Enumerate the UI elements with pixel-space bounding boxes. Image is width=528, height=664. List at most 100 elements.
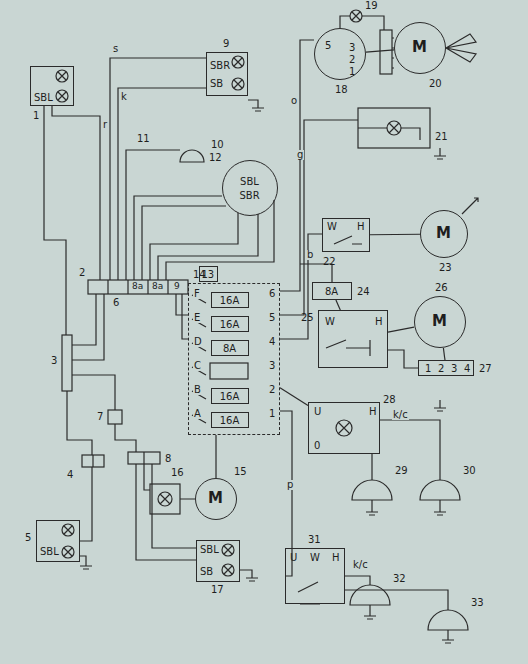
callout-number: 5 — [268, 313, 276, 323]
relay-box — [108, 410, 122, 424]
node-text: SB — [200, 567, 213, 577]
lamp-housing — [180, 150, 468, 630]
callout-number: 10 — [210, 140, 225, 150]
callout-number: 12 — [209, 153, 222, 163]
wire — [388, 327, 414, 332]
wire-code: A — [193, 409, 202, 419]
node-text: H — [369, 407, 377, 417]
wire-code: s — [112, 44, 119, 54]
fuse: 8A24 — [312, 282, 352, 300]
fuse: 16A — [211, 412, 249, 428]
relay: WH25 — [318, 310, 388, 368]
fuse: 16A — [211, 292, 249, 308]
node-text: 3 — [451, 364, 457, 374]
lamp-box — [358, 108, 430, 148]
wire-code: k/c — [352, 560, 369, 570]
callout-number: 17 — [211, 585, 224, 595]
callout-number: 4 — [268, 337, 276, 347]
node-text: 4 — [464, 364, 470, 374]
node-text: U — [290, 553, 297, 563]
callout-number: 19 — [364, 1, 379, 11]
lamp-unit: SBL1 — [30, 66, 74, 106]
wire-code: b — [306, 250, 314, 260]
connector-strip — [88, 280, 188, 294]
node-text: 3 — [349, 43, 355, 53]
wire — [370, 234, 420, 236]
callout-number: 22 — [323, 257, 336, 267]
callout-number: 18 — [335, 85, 348, 95]
node-text: M — [432, 314, 447, 329]
callout-number: 11 — [136, 134, 151, 144]
lamp-unit: SBRSB9 — [206, 52, 248, 96]
callout-number: 29 — [394, 466, 409, 476]
node-text: 16A — [220, 296, 240, 306]
node-text: 8A — [223, 344, 236, 354]
callout-number: 5 — [25, 533, 31, 543]
node-text: 8A — [325, 287, 338, 297]
callout-number: 25 — [301, 313, 314, 323]
callout-number: 2 — [268, 385, 276, 395]
wire-code: r — [102, 120, 108, 130]
node-text: 2 — [438, 364, 444, 374]
callout-number: 21 — [434, 132, 449, 142]
fuse: 16A — [211, 388, 249, 404]
callout-number: 24 — [357, 287, 370, 297]
callout-number: 26 — [435, 283, 448, 293]
fuse: 16A — [211, 316, 249, 332]
node-text: 16A — [220, 320, 240, 330]
wire-code: k/c — [392, 410, 409, 420]
callout-number: 3 — [50, 356, 58, 366]
callout-number: 6 — [112, 298, 120, 308]
fan-blade — [446, 34, 476, 62]
wire-code: 8a — [131, 282, 144, 291]
node-text: 5 — [325, 41, 331, 51]
lamp-unit: SBLSB17 — [196, 540, 240, 582]
switch: 532118 — [314, 28, 366, 80]
wire-code: E — [193, 313, 201, 323]
node-text: H — [375, 317, 383, 327]
node-text: 0 — [314, 441, 320, 451]
wire-code: g — [296, 150, 304, 160]
callout-number: 7 — [96, 412, 104, 422]
node-text: M — [436, 226, 451, 241]
node-text: 1 — [349, 67, 355, 77]
node-text: 1 — [425, 364, 431, 374]
callout-number: 23 — [439, 263, 452, 273]
connector-block — [62, 335, 72, 391]
node-text: W — [327, 222, 337, 232]
wire-code: o — [290, 96, 298, 106]
wire-code: 8a — [151, 282, 164, 291]
callout-number: 8 — [164, 454, 172, 464]
callout-number: 4 — [66, 470, 74, 480]
callout-number: 31 — [308, 535, 321, 545]
callout-number: 16 — [170, 468, 185, 478]
wire — [443, 348, 445, 360]
node-text: M — [208, 491, 223, 506]
connector-block — [128, 452, 160, 464]
callout-number: 9 — [173, 282, 181, 291]
wire-code: p — [286, 480, 294, 490]
connector: 123427 — [418, 360, 474, 376]
node-text: M — [412, 40, 427, 55]
fuse — [210, 363, 248, 379]
node-text: SBR — [210, 61, 230, 71]
callout-number: 28 — [383, 395, 396, 405]
node-text: SB — [210, 79, 223, 89]
motor: M26 — [414, 296, 466, 348]
fuse: 8A — [211, 340, 249, 356]
connector-block — [82, 455, 104, 467]
node-text: W — [325, 317, 335, 327]
node-text: SBL — [240, 177, 259, 187]
callout-number: 30 — [462, 466, 477, 476]
node-text: SBL — [34, 93, 53, 103]
wire — [336, 300, 340, 310]
callout-number: 2 — [78, 268, 86, 278]
node-text: U — [314, 407, 321, 417]
motor: M23 — [420, 210, 468, 258]
switch: UH028 — [308, 402, 380, 454]
wire-code: B — [193, 385, 202, 395]
callout-number: 3 — [268, 361, 276, 371]
node-text: SBL — [200, 545, 219, 555]
